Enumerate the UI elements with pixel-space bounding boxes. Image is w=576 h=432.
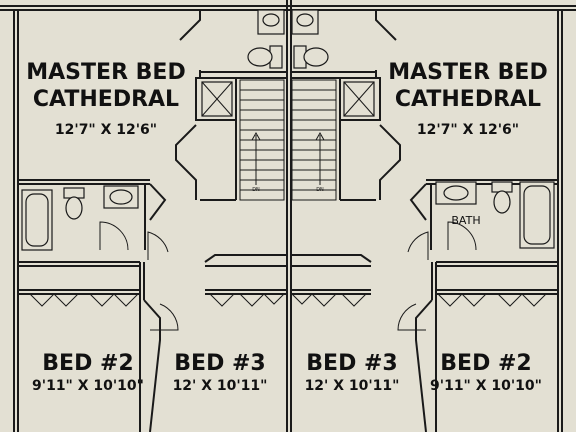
- left-bed2-title: BED #2: [42, 351, 133, 376]
- right-bed3-title: BED #3: [306, 351, 397, 376]
- right-bed2-dimensions: 9'11" X 10'10": [430, 378, 542, 394]
- door-swing-icon: [147, 231, 169, 260]
- right-stair-label: DN: [316, 187, 324, 193]
- door-swing-icon: [99, 221, 129, 251]
- right-master-dimensions: 12'7" X 12'6": [417, 122, 519, 138]
- chimney-x-icon: [201, 81, 233, 117]
- sink-icon: [103, 185, 139, 209]
- left-master-dimensions: 12'7" X 12'6": [55, 122, 157, 138]
- left-bed3-title: BED #3: [174, 351, 265, 376]
- right-bed2-title: BED #2: [440, 351, 531, 376]
- toilet-icon: [247, 45, 283, 69]
- left-stair-label: DN: [252, 187, 260, 193]
- left-bed2-dimensions: 9'11" X 10'10": [32, 378, 144, 394]
- right-master-title-line1: MASTER BED: [388, 60, 547, 85]
- right-unit-walls: [291, 10, 558, 432]
- right-bath-label: BATH: [451, 214, 480, 227]
- stairs: [239, 79, 285, 201]
- left-bed3-dimensions: 12' X 10'11": [173, 378, 268, 394]
- right-fixtures: [291, 9, 555, 331]
- right-bed3-dimensions: 12' X 10'11": [305, 378, 400, 394]
- door-swing-icon: [150, 303, 179, 331]
- left-master-title-line2: CATHEDRAL: [33, 87, 179, 112]
- sink-icon: [257, 9, 285, 35]
- bathtub-icon: [21, 189, 53, 251]
- left-unit-walls: [18, 10, 287, 432]
- right-master-title-line2: CATHEDRAL: [395, 87, 541, 112]
- left-master-title-line1: MASTER BED: [26, 60, 185, 85]
- left-fixtures: [21, 9, 285, 331]
- closet-door-icon: [29, 293, 285, 307]
- toilet-icon: [63, 187, 85, 220]
